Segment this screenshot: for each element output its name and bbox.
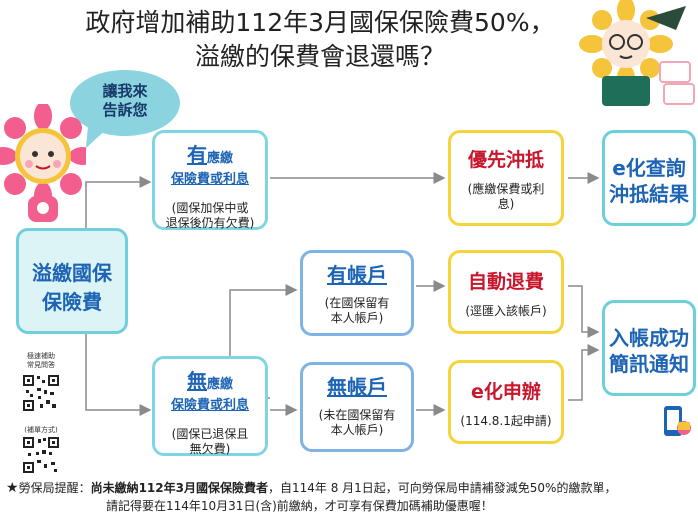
arrow-apply-to-notify — [568, 344, 600, 401]
footer-bold: 尚未繳納112年3月國保保險費者 — [90, 481, 268, 495]
no-account-note-2: 本人帳戶) — [330, 423, 384, 437]
footer-reminder: ★勞保局提醒：尚未繳納112年3月國保保險費者，自114年 8 月1日起，可向勞… — [6, 479, 696, 515]
has-due-line-2: 保險費或利息 — [170, 172, 249, 187]
node-e-apply: e化申辦 (114.8.1起申請) — [448, 360, 564, 444]
speech-bubble: 讓我來 告訴您 — [70, 70, 180, 136]
offset-label: 優先沖抵 — [467, 149, 544, 171]
query-line-1: e化查詢 — [612, 156, 686, 180]
refund-label: 自動退費 — [467, 271, 544, 293]
query-line-2: 沖抵結果 — [609, 182, 689, 206]
has-account-note-1: (在國保留有 — [324, 296, 390, 310]
footer-rest-1: ，自114年 8 月1日起，可向勞保局申請補發減免50%的繳款單， — [267, 481, 617, 495]
qr-label-1: 極速補助 常見問答 — [27, 352, 55, 369]
qr-code-faq-icon — [22, 374, 60, 412]
node-sms-notify: 入帳成功 簡訊通知 — [602, 300, 696, 396]
node-no-account: 無帳戶 (未在國保留有 本人帳戶) — [300, 362, 414, 452]
title-line-2: 溢繳的保費會退還嗎？ — [194, 42, 445, 71]
bubble-line-1: 讓我來 — [102, 82, 148, 100]
star-icon: ★ — [6, 480, 19, 496]
node-auto-refund: 自動退費 (逕匯入該帳戶) — [448, 250, 564, 334]
phone-notification-icon — [664, 406, 691, 436]
footer-prefix: 勞保局提醒： — [18, 481, 91, 495]
has-account-note-2: 本人帳戶) — [330, 311, 384, 325]
no-due-mark: 無 — [186, 369, 207, 393]
node-e-query: e化查詢 沖抵結果 — [602, 130, 696, 226]
title-line-1: 政府增加補助112年3月國保保險費50%， — [85, 8, 555, 37]
node-has-due: 有應繳 保險費或利息 (國保加保中或 退保後仍有欠費) — [152, 130, 268, 230]
arrow-refund-to-notify — [568, 285, 600, 338]
has-account-rest: 帳戶 — [347, 263, 387, 287]
has-due-mark: 有 — [186, 143, 207, 167]
no-account-rest: 帳戶 — [347, 375, 387, 399]
apply-note-1: (114.8.1起申請) — [460, 414, 552, 428]
qr-label-2: (補單方式) — [24, 426, 58, 434]
no-account-mark: 無 — [327, 375, 347, 399]
sunflower-mascot-icon — [0, 104, 86, 222]
node-overpaid-premium: 溢繳國保 保險費 — [16, 228, 128, 334]
bubble-tail-icon — [86, 126, 110, 148]
qr-code-reissue-icon — [22, 436, 60, 474]
node-no-due: 無應繳 保險費或利息 (國保已退保且 無欠費) — [152, 356, 268, 456]
offset-note-2: 息) — [497, 197, 515, 211]
refund-note-1: (逕匯入該帳戶) — [465, 304, 547, 318]
arrow-start-to-no-due — [85, 332, 152, 416]
node-overpaid-line-2: 保險費 — [42, 290, 102, 314]
offset-note-1: (應繳保費或利 — [467, 182, 545, 196]
page-title: 政府增加補助112年3月國保保險費50%， 溢繳的保費會退還嗎？ — [40, 6, 600, 74]
has-due-rest: 應繳 — [206, 151, 233, 166]
node-offset: 優先沖抵 (應繳保費或利 息) — [448, 130, 564, 226]
apply-label: e化申辦 — [471, 381, 541, 403]
no-due-note-2: 無欠費) — [189, 442, 231, 456]
has-account-mark: 有 — [327, 263, 347, 287]
no-account-note-1: (未在國保留有 — [318, 408, 396, 422]
node-overpaid-line-1: 溢繳國保 — [32, 261, 112, 285]
notify-line-2: 簡訊通知 — [609, 352, 689, 376]
has-due-note-1: (國保加保中或 — [171, 201, 249, 215]
no-due-rest: 應繳 — [206, 377, 233, 392]
no-due-line-2: 保險費或利息 — [170, 398, 249, 413]
footer-line-2: 請記得要在114年10月31日(含)前繳納，才可享有保費加碼補助優惠喔！ — [106, 499, 493, 513]
no-due-note-1: (國保已退保且 — [171, 427, 249, 441]
node-has-account: 有帳戶 (在國保留有 本人帳戶) — [300, 250, 414, 336]
has-due-note-2: 退保後仍有欠費) — [165, 216, 255, 230]
sunflower-glasses-mascot-icon — [579, 0, 695, 106]
arrow-start-to-has-due — [85, 176, 152, 230]
notify-line-1: 入帳成功 — [609, 326, 689, 350]
bubble-line-2: 告訴您 — [102, 101, 148, 119]
